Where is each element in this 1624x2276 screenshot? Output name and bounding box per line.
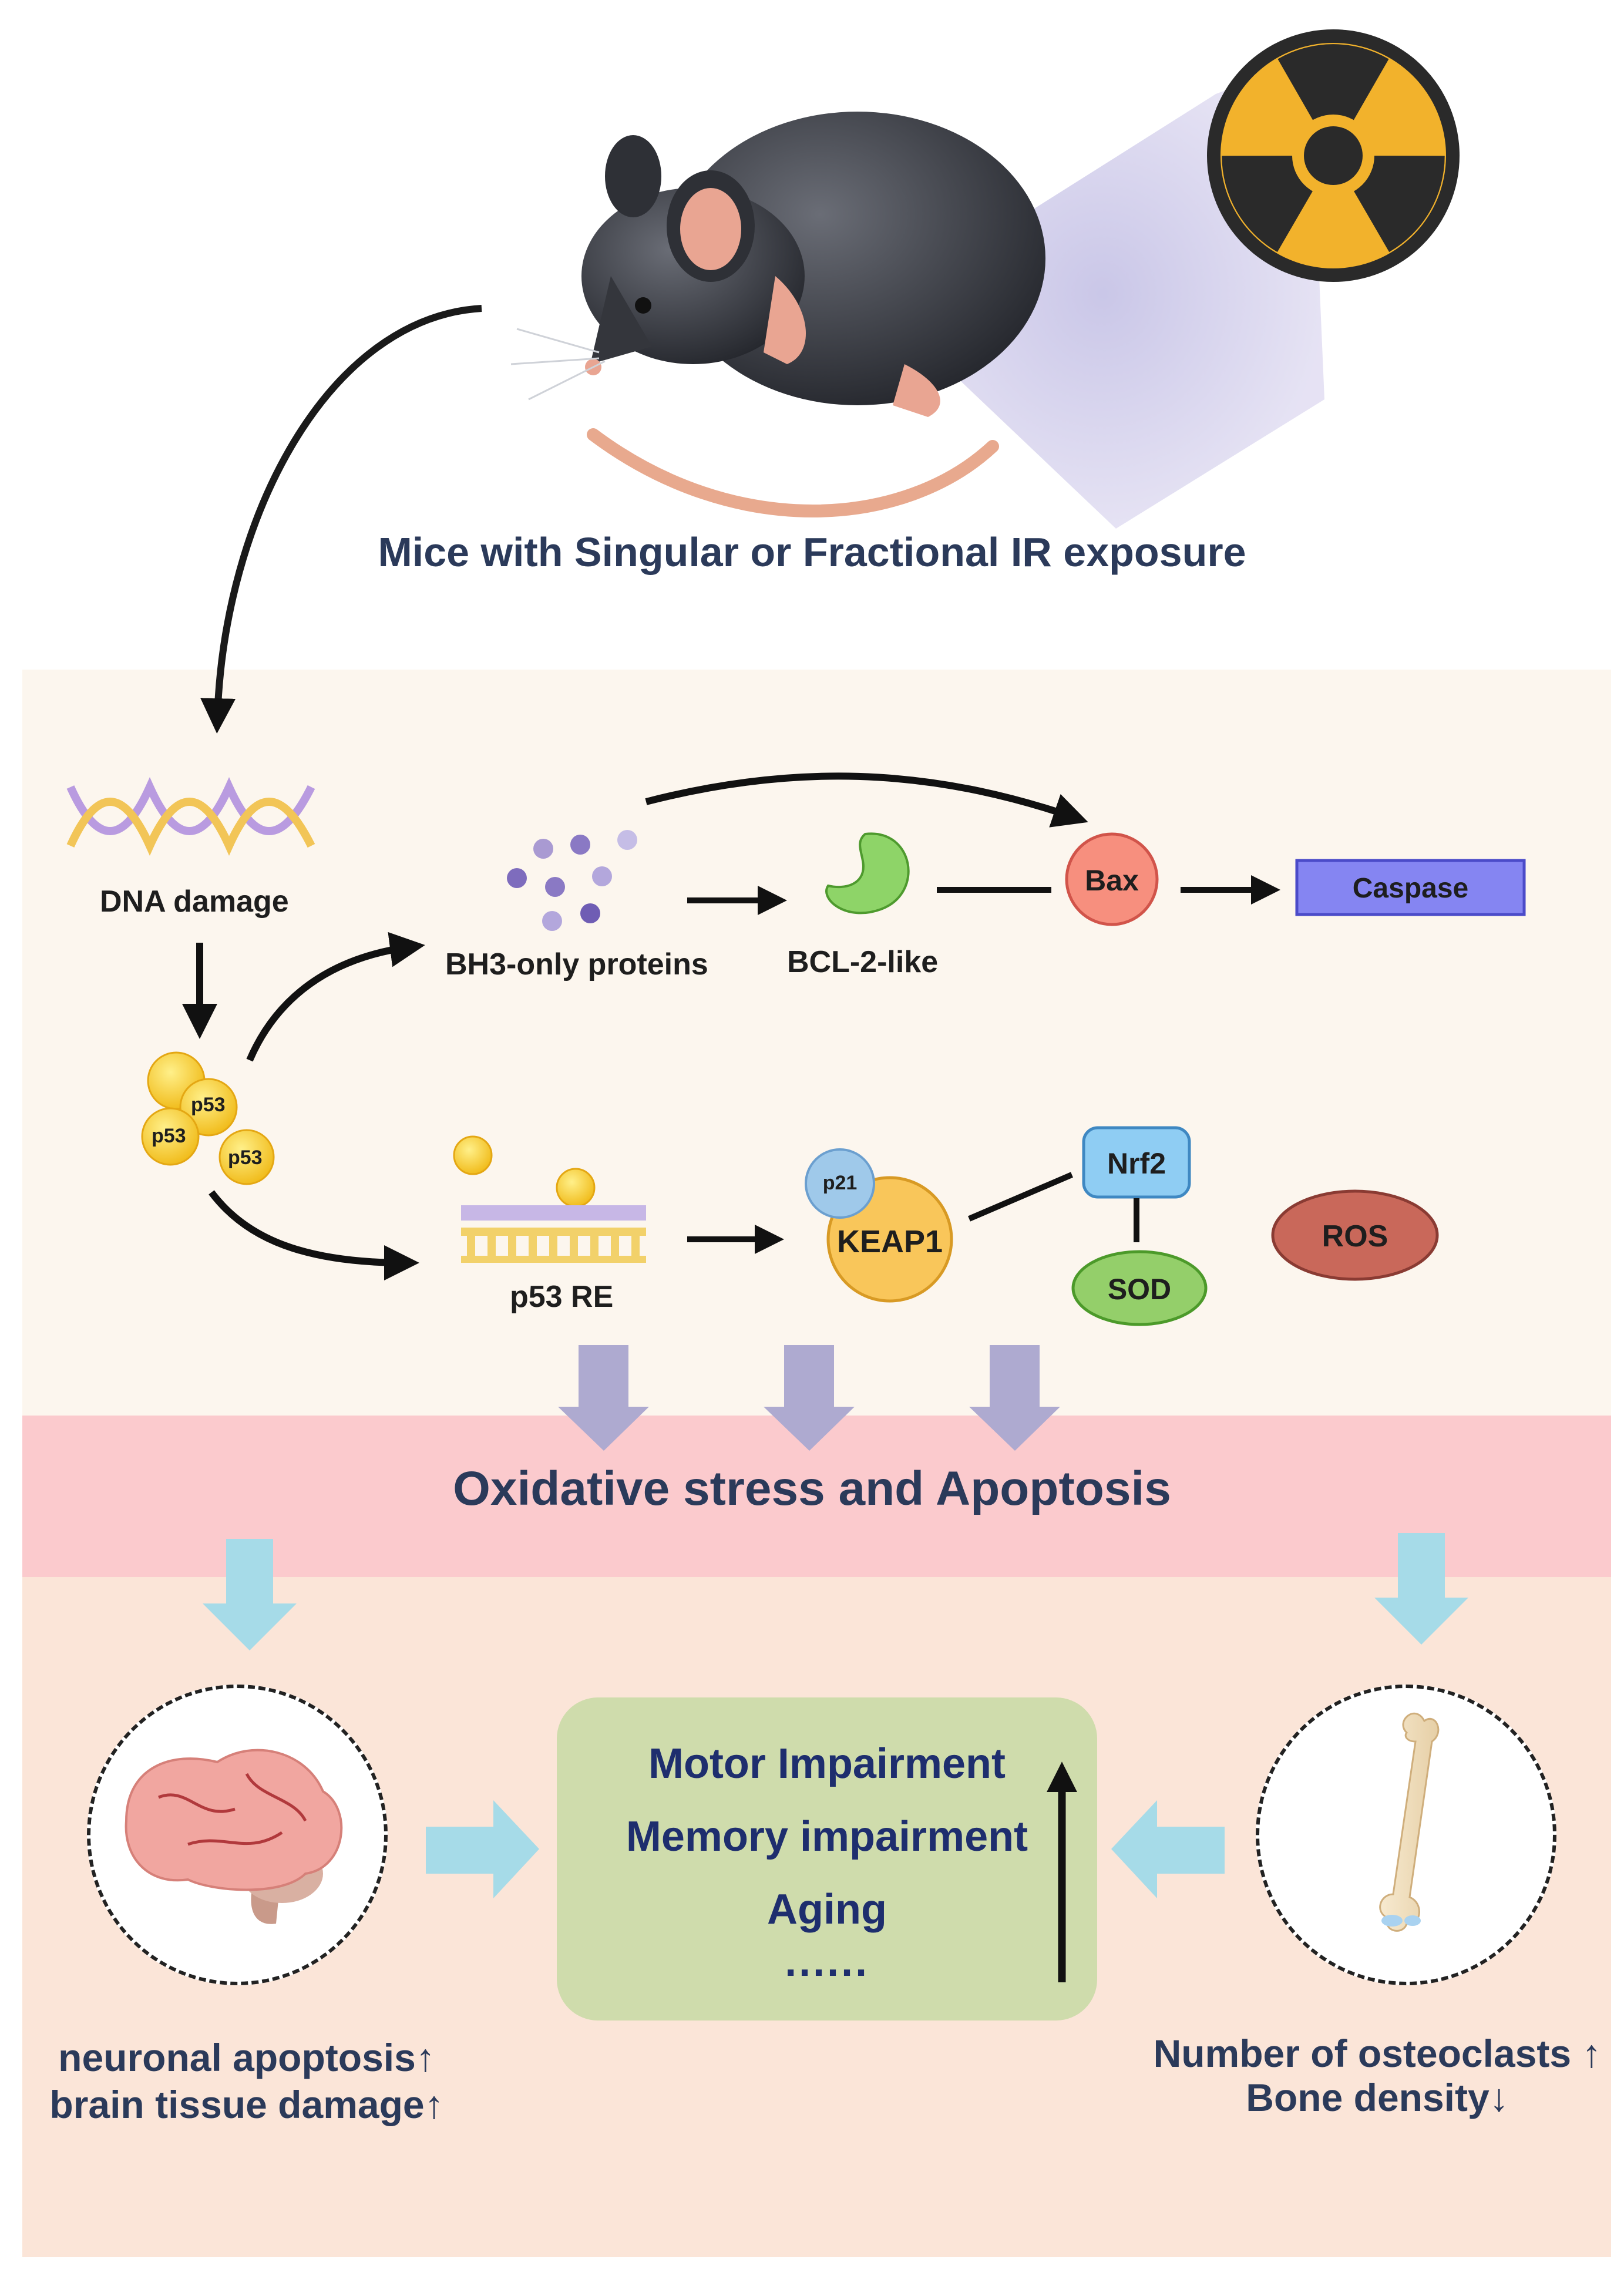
bcl2-label: BCL-2-like — [787, 945, 939, 979]
bax-node — [1065, 832, 1159, 926]
keap1-label: KEAP1 — [836, 1224, 943, 1259]
p53-re-label: p53 RE — [510, 1280, 614, 1314]
nrf2-label: Nrf2 — [1107, 1147, 1166, 1180]
caspase-label: Caspase — [1352, 873, 1469, 904]
exposure-title: Mice with Singular or Fractional IR expo… — [378, 529, 1246, 575]
bh3-label: BH3-only proteins — [445, 947, 708, 981]
outcome-item: Motor Impairment — [648, 1740, 1006, 1787]
bax-label: Bax — [1085, 864, 1139, 897]
p53-label-3: p53 — [228, 1147, 263, 1169]
outcome-item: ······ — [785, 1949, 869, 1996]
arrow-mouse-to-dna — [200, 305, 482, 734]
cyan-down-arrows — [203, 1533, 1468, 1650]
nrf2-node — [1082, 1126, 1191, 1199]
p53-cluster-icon — [141, 1051, 275, 1185]
p53-label-1: p53 — [191, 1094, 226, 1116]
ros-label: ROS — [1322, 1219, 1388, 1253]
arrow-bh3-to-bax — [645, 772, 1088, 828]
p53-re-icon — [453, 1135, 646, 1263]
band-title: Oxidative stress and Apoptosis — [453, 1462, 1171, 1515]
arrow-bone-to-outcomes — [1111, 1800, 1225, 1898]
caspase-node — [1295, 859, 1526, 916]
sod-label: SOD — [1107, 1273, 1172, 1306]
radiation-icon — [1207, 29, 1460, 282]
p21-node — [805, 1148, 875, 1219]
purple-down-arrows — [558, 1345, 1060, 1451]
bone-finding-1: Number of osteoclasts ↑ — [1153, 2032, 1602, 2075]
p53-label-2: p53 — [152, 1125, 186, 1147]
arrow-p53-to-bh3 — [246, 932, 425, 1062]
pathway-panel — [22, 670, 1611, 1416]
ros-node — [1271, 1189, 1439, 1281]
mouse-icon — [510, 112, 1045, 517]
brain-finding-2: brain tissue damage↑ — [49, 2083, 444, 2126]
brain-finding-1: neuronal apoptosis↑ — [58, 2036, 435, 2079]
outcomes-box — [557, 1697, 1097, 2021]
bone-finding-2: Bone density↓ — [1246, 2076, 1509, 2119]
bcl2-like-icon — [825, 832, 910, 915]
outcome-item: Memory impairment — [626, 1813, 1028, 1860]
sod-node — [1071, 1250, 1208, 1326]
arrow-brain-to-outcomes — [426, 1800, 539, 1898]
p21-label: p21 — [822, 1172, 858, 1194]
arrow-p53-to-re — [209, 1190, 419, 1280]
link-keap1-nrf2 — [968, 1172, 1073, 1222]
outcome-item: Aging — [767, 1886, 887, 1933]
bh3-dots-icon — [507, 830, 637, 931]
dna-damage-label: DNA damage — [100, 885, 289, 919]
dna-icon — [66, 776, 315, 856]
